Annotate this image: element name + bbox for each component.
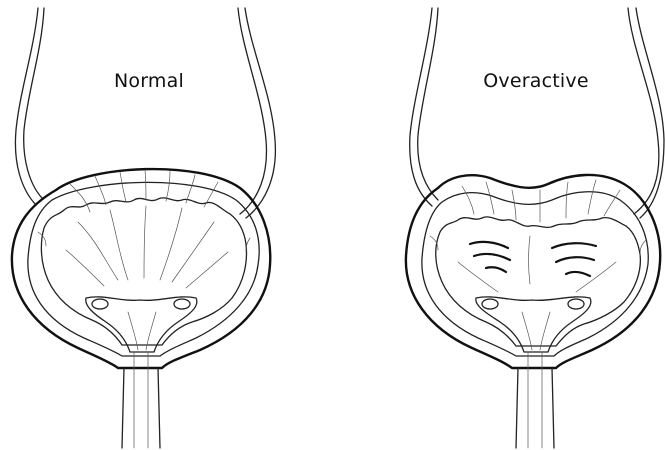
normal-muscle-layer <box>28 182 259 356</box>
overactive-contraction-mark <box>470 242 508 248</box>
normal-left-ureteral-orifice <box>92 299 108 309</box>
overactive-left-ureter <box>410 8 432 206</box>
normal-striation <box>120 172 126 202</box>
overactive-striation <box>640 240 646 256</box>
overactive-striation <box>462 186 474 214</box>
overactive-mucosa-fold <box>529 236 531 284</box>
normal-right-ureteral-orifice <box>174 299 190 309</box>
overactive-striation <box>566 182 568 218</box>
normal-mucosa-fold <box>172 222 214 282</box>
normal-mucosa-fold <box>110 210 128 280</box>
overactive-contraction-mark <box>566 272 590 276</box>
overactive-striation <box>588 180 596 214</box>
overactive-left-ureteral-orifice <box>482 299 498 309</box>
overactive-right-ureter-inner <box>636 8 664 218</box>
normal-trigone-fold <box>128 312 138 350</box>
normal-striation <box>166 171 170 201</box>
overactive-label: Overactive <box>476 70 596 92</box>
normal-label: Normal <box>108 70 190 92</box>
overactive-right-ureteral-orifice <box>568 299 584 309</box>
overactive-right-ureter <box>628 8 659 214</box>
overactive-striation <box>486 182 494 214</box>
normal-striation <box>186 175 195 203</box>
overactive-muscle-layer <box>422 192 648 356</box>
normal-striation <box>145 170 146 200</box>
normal-mucosa-fold <box>160 208 182 280</box>
normal-trigone <box>86 297 197 352</box>
normal-urethra <box>122 368 160 448</box>
normal-mucosa-fold <box>144 206 146 278</box>
overactive-urethra-lumen <box>528 352 542 448</box>
overactive-urethra <box>516 368 554 448</box>
overactive-contraction-mark <box>552 243 596 248</box>
normal-urethra-lumen <box>134 352 148 448</box>
normal-left-ureter <box>15 8 38 205</box>
overactive-mucosa-fold <box>576 262 616 292</box>
normal-mucosa-fold <box>66 250 104 286</box>
overactive-trigone-fold <box>522 312 532 350</box>
overactive-inner-lining <box>436 217 641 346</box>
overactive-striation <box>430 236 438 250</box>
normal-mucosa-fold <box>78 222 118 280</box>
overactive-contraction-mark <box>556 257 594 262</box>
overactive-trigone-fold <box>540 312 550 350</box>
overactive-contraction-mark <box>474 254 510 260</box>
normal-trigone-fold <box>146 312 156 350</box>
overactive-contraction-mark <box>486 267 506 272</box>
normal-mucosa-fold <box>186 252 228 288</box>
normal-striation <box>95 176 106 205</box>
overactive-striation <box>512 190 516 220</box>
